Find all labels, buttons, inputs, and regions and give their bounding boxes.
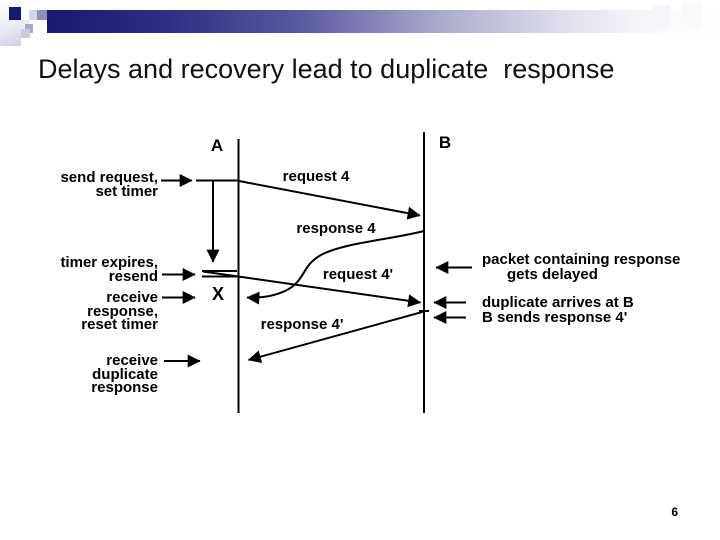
annotation-send-request: send request, set timer: [18, 169, 158, 200]
annotation-b-sends: B sends response 4': [482, 310, 627, 325]
header-pixel-square: [25, 24, 33, 33]
annotation-line: send request,: [60, 169, 158, 186]
message-label-response4prime: response 4': [260, 316, 344, 333]
arrow-response4prime: [247, 310, 425, 363]
annotation-line: timer expires,: [60, 254, 158, 271]
annotation-timer-expires: timer expires, resend: [18, 254, 158, 285]
endpoint-a-label: A: [210, 136, 224, 155]
page-number: 6: [671, 505, 678, 519]
annotation-line: duplicate arrives at B: [482, 294, 634, 311]
page-title: Delays and recovery lead to duplicate re…: [38, 54, 615, 84]
annotation-line: set timer: [95, 182, 158, 200]
endpoint-b-label: B: [438, 133, 452, 152]
arrow-request4prime: [202, 270, 422, 308]
annotation-line: B sends response 4': [482, 309, 628, 326]
loss-marker-x: X: [211, 284, 224, 304]
annotation-line: duplicate: [92, 365, 158, 383]
header-pixel-square: [21, 29, 30, 38]
annotation-line: response,: [87, 302, 158, 320]
arrow-response4-delayed: [246, 230, 425, 305]
message-label-request4prime: request 4': [322, 266, 394, 283]
message-label-request4: request 4: [282, 168, 350, 185]
header-pixel-square: [37, 10, 47, 20]
annotation-duplicate-arrives: duplicate arrives at B: [482, 295, 634, 310]
annotation-line: resend: [108, 267, 158, 285]
annotation-line: reset timer: [81, 316, 158, 333]
annotation-line: packet containing response: [482, 251, 681, 268]
header-pixel-square: [682, 3, 702, 28]
header-pixel-square: [29, 10, 37, 20]
header-gradient-bar: [47, 10, 720, 33]
message-label-response4: response 4: [296, 220, 376, 237]
annotation-line: receive: [106, 289, 158, 306]
arrow-request4: [238, 180, 421, 220]
annotation-receive-response: receive response, reset timer: [18, 289, 158, 333]
header-pixel-square: [9, 7, 21, 20]
annotation-line: receive: [106, 352, 158, 369]
header-pixel-square: [652, 5, 670, 27]
annotation-receive-duplicate: receive duplicate response: [18, 352, 158, 396]
annotation-packet-delayed: packet containing response gets delayed: [482, 252, 680, 282]
annotation-line: response: [91, 379, 158, 396]
annotation-line: gets delayed: [507, 266, 598, 283]
